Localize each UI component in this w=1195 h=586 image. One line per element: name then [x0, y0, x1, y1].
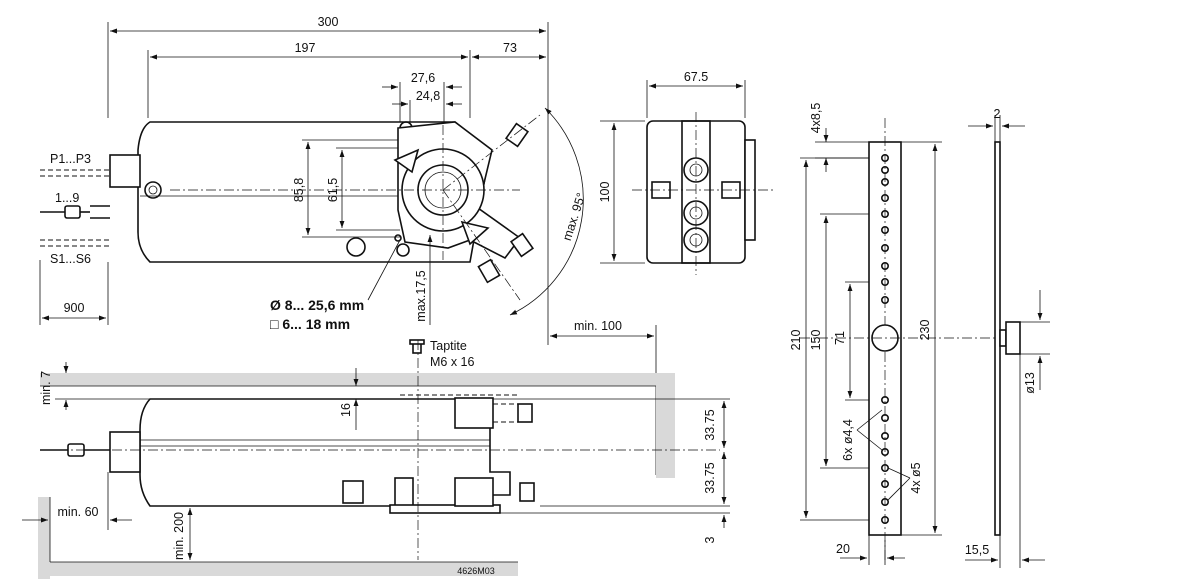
dim-230: 230 [918, 320, 932, 341]
dim-27-6: 27,6 [411, 71, 435, 85]
dim-13: ø13 [1023, 372, 1037, 394]
dim-min-60: min. 60 [58, 505, 99, 519]
side-view: 67.5 100 [598, 70, 775, 275]
dim-67-5: 67.5 [684, 70, 708, 84]
label-p-cable: P1...P3 [50, 152, 91, 166]
dim-3: 3 [703, 536, 717, 543]
dim-min-100: min. 100 [574, 319, 622, 333]
dim-max-17-5: max.17,5 [414, 270, 428, 321]
dim-33-75-b: 33.75 [703, 462, 717, 493]
label-taptite: Taptite [430, 339, 467, 353]
dim-150: 150 [809, 330, 823, 351]
dim-2: 2 [994, 107, 1001, 121]
dim-15-5: 15,5 [965, 543, 989, 557]
dim-71: 71 [833, 331, 847, 345]
label-shaft-square: □ 6... 18 mm [270, 316, 350, 332]
dim-24-8: 24,8 [416, 89, 440, 103]
label-shaft-round: Ø 8... 25,6 mm [270, 297, 364, 313]
plate-view: 2 ø13 15,5 [965, 107, 1050, 568]
label-s-cable: S1...S6 [50, 252, 91, 266]
drawing-number: 4626M03 [457, 566, 495, 576]
dim-33-75-a: 33.75 [703, 409, 717, 440]
dim-4x8-5: 4x8,5 [809, 103, 823, 134]
label-6x-4-4: 6x ø4,4 [841, 419, 855, 461]
label-power-cable: 1...9 [55, 191, 79, 205]
dim-16: 16 [339, 403, 353, 417]
dim-73: 73 [503, 41, 517, 55]
label-4x-5: 4x ø5 [909, 462, 923, 493]
dim-900: 900 [64, 301, 85, 315]
dim-100: 100 [598, 182, 612, 203]
dim-197: 197 [295, 41, 316, 55]
dim-210: 210 [789, 330, 803, 351]
front-view: Taptite M6 x 16 min. 7 16 [22, 339, 730, 579]
dim-300: 300 [318, 15, 339, 29]
dim-min-200: min. 200 [172, 512, 186, 560]
dim-20: 20 [836, 542, 850, 556]
dim-max-angle: max. 95° [560, 191, 589, 242]
bracket-view: 4x8,5 210 150 71 230 6x ø4,4 4x ø5 [789, 103, 1000, 565]
front-body [139, 398, 511, 507]
dim-min-7: min. 7 [39, 371, 53, 405]
label-screw: M6 x 16 [430, 355, 475, 369]
